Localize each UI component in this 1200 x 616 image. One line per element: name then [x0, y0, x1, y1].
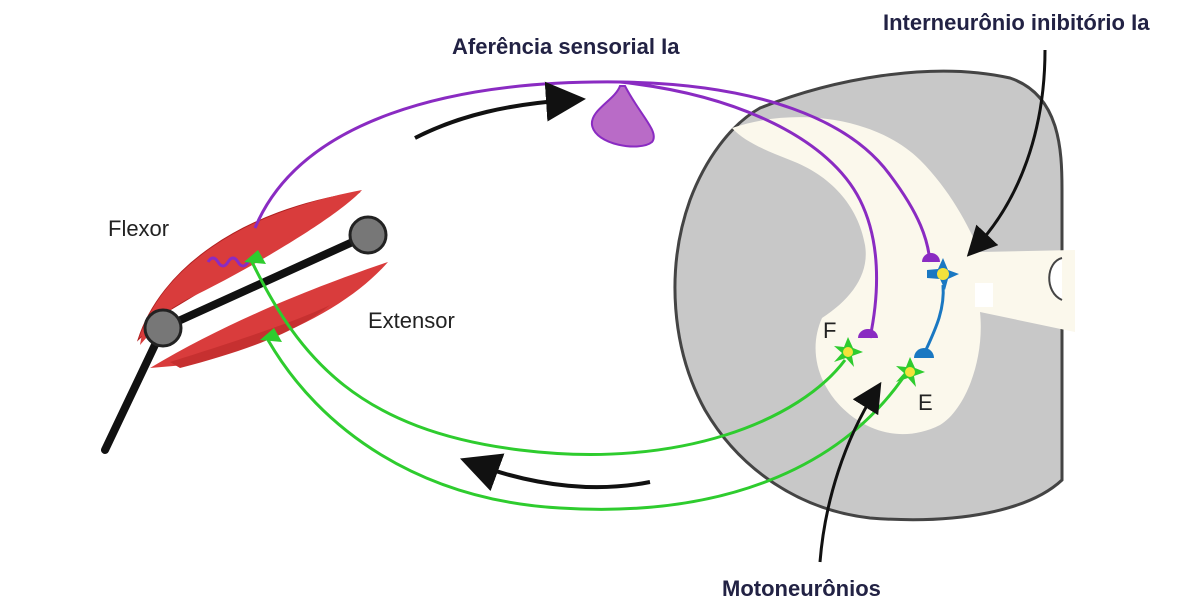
motoneurons-pointer-arrow: [818, 381, 882, 563]
interneuron-axon: [923, 284, 945, 353]
e-label: E: [918, 390, 933, 415]
extensor-muscle: [150, 262, 388, 368]
white-matter: [732, 117, 1075, 435]
afferent-direction-arrow: [414, 81, 586, 140]
joint-left: [143, 308, 183, 348]
flexor-label: Flexor: [108, 216, 170, 241]
extensor-endplate-icon: [260, 328, 282, 342]
bone-lower: [101, 324, 167, 454]
flexor-muscle-body: [140, 190, 362, 345]
dorsal-root-ganglion: [590, 85, 655, 148]
motoneurons-label: Motoneurônios: [722, 576, 881, 601]
interneuron-icon: [927, 258, 959, 290]
interneuron-label: Interneurônio inibitório Ia: [883, 10, 1150, 35]
interneuron-terminal: [914, 348, 934, 358]
interneuron-pointer-arrow: [966, 49, 1047, 257]
joint-right: [348, 215, 388, 255]
extensor-motor-axon: [266, 339, 907, 511]
flexor-motor-axon: [250, 261, 847, 456]
motoneuron-e-icon: [896, 357, 925, 387]
white-box: [975, 283, 993, 307]
afferent-label: Aferência sensorial Ia: [452, 34, 680, 59]
motoneuron-f-icon: [834, 337, 863, 367]
afferent-fiber: [253, 80, 932, 263]
afferent-branch: [619, 80, 879, 339]
extensor-label: Extensor: [368, 308, 455, 333]
f-label: F: [823, 318, 837, 343]
central-canal: [1048, 257, 1063, 301]
bone-upper: [159, 231, 372, 332]
flexor-endplate-icon: [244, 250, 266, 264]
afferent-terminal-motor: [858, 329, 878, 338]
afferent-terminal-interneuron: [922, 253, 940, 262]
motor-direction-arrow: [459, 453, 651, 492]
extensor-muscle-lower: [170, 305, 330, 368]
